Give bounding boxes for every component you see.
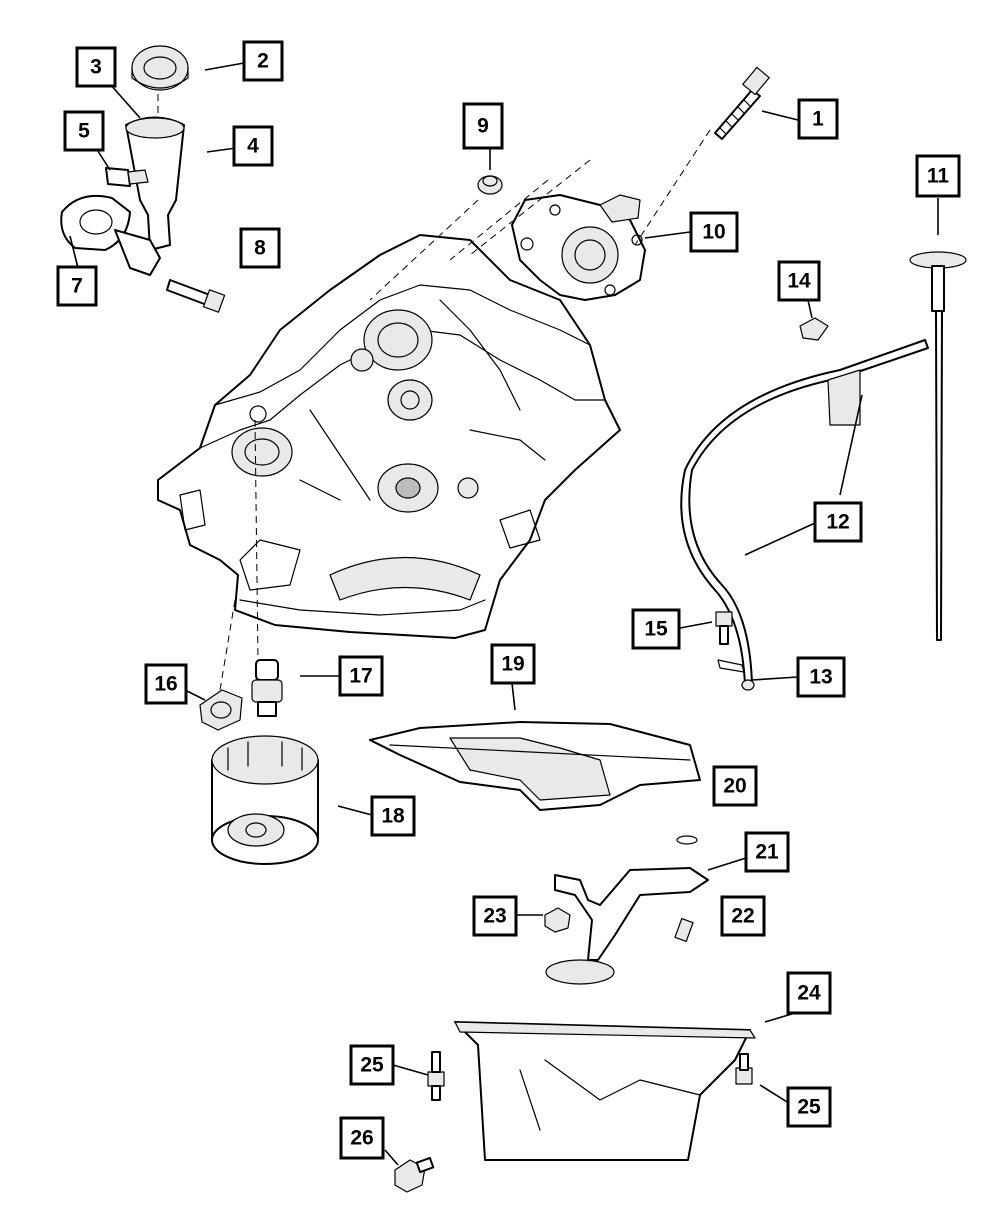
- alignment-lines: [157, 82, 711, 691]
- callout-23-label: 23: [483, 905, 506, 928]
- callout-8-label: 8: [254, 237, 266, 260]
- callout-7-label: 7: [71, 275, 83, 298]
- callout-9-label: 9: [477, 115, 489, 138]
- filter-nipple: [251, 659, 283, 717]
- callout-15-label: 15: [644, 618, 668, 641]
- callout-24: 24: [786, 971, 832, 1015]
- oil-filter: [211, 735, 319, 865]
- callout-1: 1: [797, 98, 839, 140]
- callout-12-label: 12: [826, 511, 849, 534]
- callout-1-label: 1: [812, 108, 824, 131]
- oil-pan: [454, 1021, 756, 1161]
- dipstick: [909, 251, 967, 641]
- sensor-5: [105, 167, 149, 187]
- callout-19-label: 19: [501, 653, 524, 676]
- callout-10-label: 10: [702, 221, 725, 244]
- callout-2: 2: [242, 40, 284, 82]
- nut-23: [544, 907, 571, 933]
- callout-22-label: 22: [731, 905, 754, 928]
- callout-9: 9: [462, 102, 504, 150]
- callout-25-left: 25: [349, 1044, 395, 1086]
- callout-10: 10: [689, 211, 739, 253]
- callout-22: 22: [720, 895, 766, 937]
- bolt-15: [715, 611, 745, 673]
- callout-13: 13: [796, 656, 846, 698]
- callout-5: 5: [63, 110, 105, 152]
- callout-25-left-label: 25: [360, 1054, 384, 1077]
- callout-17-label: 17: [349, 665, 372, 688]
- pan-bolt-left: [427, 1051, 445, 1101]
- callout-25-right: 25: [786, 1086, 832, 1128]
- callout-16-label: 16: [154, 673, 177, 696]
- callout-20-label: 20: [723, 775, 746, 798]
- leader-lines: [69, 62, 939, 1166]
- adapter-16: [199, 689, 243, 731]
- callout-26: 26: [339, 1116, 385, 1160]
- callout-14-label: 14: [787, 270, 811, 293]
- callout-3: 3: [75, 46, 117, 88]
- callout-3-label: 3: [90, 56, 102, 79]
- callout-17: 17: [338, 655, 384, 697]
- dipstick-tube: [680, 339, 929, 686]
- callout-11: 11: [915, 154, 961, 198]
- drain-plug: [394, 1156, 435, 1193]
- callout-18: 18: [370, 795, 416, 837]
- callout-8: 8: [239, 227, 281, 269]
- callout-2-label: 2: [257, 50, 269, 73]
- bolt-fill-tube: [166, 279, 226, 313]
- callout-23: 23: [472, 895, 518, 937]
- bolt-1: [714, 66, 770, 140]
- callout-7: 7: [56, 265, 98, 307]
- callout-5-label: 5: [78, 120, 90, 143]
- oil-pickup: [545, 867, 709, 985]
- callout-19: 19: [490, 643, 536, 685]
- tube-end: [741, 679, 755, 691]
- o-ring: [676, 835, 698, 845]
- callout-26-label: 26: [350, 1127, 373, 1150]
- callout-16: 16: [144, 663, 188, 705]
- callout-21: 21: [744, 831, 790, 873]
- pan-bolt-right: [735, 1053, 753, 1085]
- windage-tray: [369, 721, 701, 811]
- oil-fill-cap: [131, 45, 189, 91]
- callout-21-label: 21: [755, 841, 779, 864]
- callout-4-label: 4: [247, 135, 259, 158]
- callout-4: 4: [232, 125, 274, 167]
- callout-25-right-label: 25: [797, 1096, 821, 1119]
- callout-15: 15: [631, 608, 681, 650]
- callout-20: 20: [712, 765, 758, 807]
- callout-18-label: 18: [381, 805, 405, 828]
- clip-14: [799, 317, 829, 341]
- plug-9: [477, 175, 503, 195]
- oil-fill-tube: [125, 116, 185, 251]
- callout-13-label: 13: [809, 666, 832, 689]
- callout-12: 12: [813, 501, 863, 543]
- engine-block: [157, 234, 621, 639]
- callout-11-label: 11: [927, 165, 950, 188]
- callout-14: 14: [777, 260, 821, 302]
- callout-24-label: 24: [797, 982, 821, 1005]
- oil-pump: [511, 194, 646, 301]
- bracket-8: [114, 229, 161, 276]
